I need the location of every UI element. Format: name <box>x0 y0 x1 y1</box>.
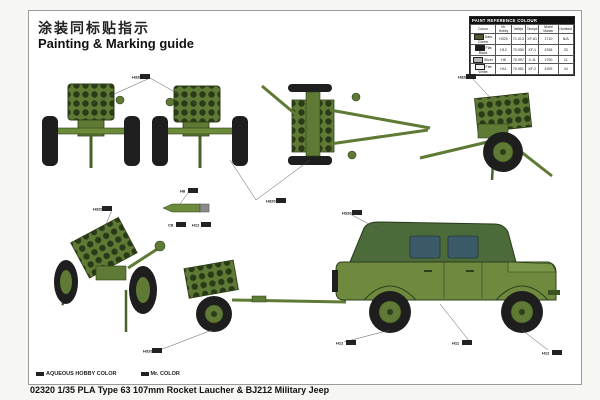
legend-mr-label: Mr. COLOR <box>150 371 180 377</box>
product-code-title: 02320 1/35 PLA Type 63 107mm Rocket Lauc… <box>30 385 330 395</box>
callout-tag: H8 <box>180 188 198 194</box>
callout-tag: H320 <box>458 74 476 80</box>
table-row: Flat White H11 70.951 XF-2 4769 34 <box>470 63 575 75</box>
bj212-jeep <box>332 221 560 333</box>
color-name-cell: Flat White <box>470 63 496 75</box>
callout-tag: H11 <box>452 340 472 346</box>
color-name: Silver <box>484 57 493 62</box>
callout-text: H320 <box>458 75 468 80</box>
callout-text: C8 <box>168 223 174 228</box>
launcher-towed-view <box>183 259 347 332</box>
callout-tag: H320 <box>132 74 150 80</box>
launcher-angled-view <box>54 216 166 332</box>
callout-text: H320 <box>266 199 276 204</box>
paint-table: Colour Mr. Hobby Vallejo Tamiya Model Ma… <box>470 24 575 75</box>
callout-tag: H320 <box>143 348 162 354</box>
rocket-shell <box>162 203 210 213</box>
callout-text: H8 <box>180 189 186 194</box>
callout-text: H12 <box>542 351 550 356</box>
color-name: Flat White <box>478 64 492 74</box>
callout-tag: H12 <box>336 340 356 346</box>
launcher-front-view-left <box>42 83 140 168</box>
color-legend: AQUEOUS HOBBY COLOR Mr. COLOR <box>36 371 180 377</box>
page-title: Painting & Marking guide <box>38 36 195 51</box>
table-cell: 34 <box>557 63 575 75</box>
callout-tag: H12 <box>542 350 562 356</box>
legend-mr: Mr. COLOR <box>140 371 180 377</box>
callout-text: H320 <box>342 211 352 216</box>
callout-tag: H320 <box>93 206 112 212</box>
callout-text: H12 <box>336 341 344 346</box>
page-title-chinese: 涂装同标贴指示 <box>38 20 150 36</box>
legend-aqueous: AQUEOUS HOBBY COLOR <box>36 371 117 377</box>
callout-text: H11 <box>452 341 460 346</box>
launcher-front-view-right <box>152 85 248 168</box>
callout-tag: H12 <box>192 222 211 228</box>
paint-reference-title: PAINT REFERENCE COLOUR <box>470 17 574 24</box>
callout-tag: H320 <box>266 198 286 204</box>
launcher-side-view <box>419 92 553 181</box>
color-name: Flat Black <box>478 45 492 55</box>
legend-chip <box>140 371 149 376</box>
callout-text: H320 <box>143 349 153 354</box>
legend-chip <box>36 371 44 376</box>
callout-tag: C8 <box>168 222 186 228</box>
launcher-top-view <box>261 84 431 165</box>
leader-lines <box>91 77 549 351</box>
callout-text: H320 <box>93 207 103 212</box>
callout-tag: H320 <box>342 210 362 216</box>
legend-aqueous-label: AQUEOUS HOBBY COLOR <box>46 371 117 377</box>
color-swatch <box>473 56 483 63</box>
callout-text: H320 <box>132 75 142 80</box>
callout-text: H12 <box>192 223 200 228</box>
callout-labels: H320 H320 H320 H320 H8 C8 H12 H320 H320 … <box>93 74 562 356</box>
color-name: Dark Green <box>478 34 493 44</box>
paint-reference-table: PAINT REFERENCE COLOUR Colour Mr. Hobby … <box>469 16 575 76</box>
table-cell: XF-2 <box>524 63 540 75</box>
